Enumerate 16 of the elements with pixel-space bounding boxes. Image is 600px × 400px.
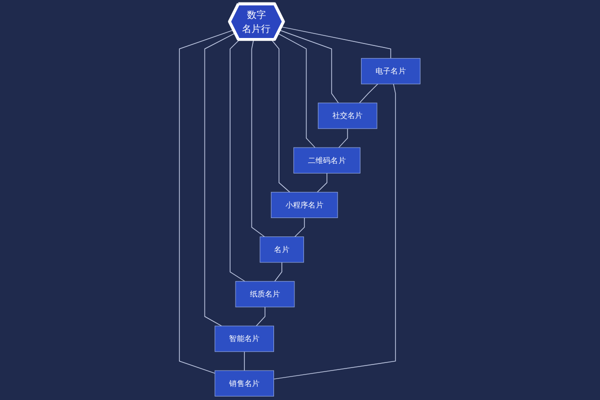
connector — [281, 26, 392, 59]
connector — [317, 172, 328, 193]
connector — [278, 33, 316, 148]
connector — [230, 39, 246, 282]
connector — [274, 262, 282, 282]
connector — [359, 84, 378, 104]
connector — [279, 30, 340, 104]
connector — [274, 84, 396, 380]
connector — [244, 351, 245, 371]
connector — [204, 32, 236, 326]
connector — [271, 39, 290, 193]
connector — [252, 39, 266, 238]
connector — [294, 217, 305, 238]
connector — [179, 30, 234, 374]
connector — [256, 306, 266, 326]
connector — [338, 128, 348, 148]
